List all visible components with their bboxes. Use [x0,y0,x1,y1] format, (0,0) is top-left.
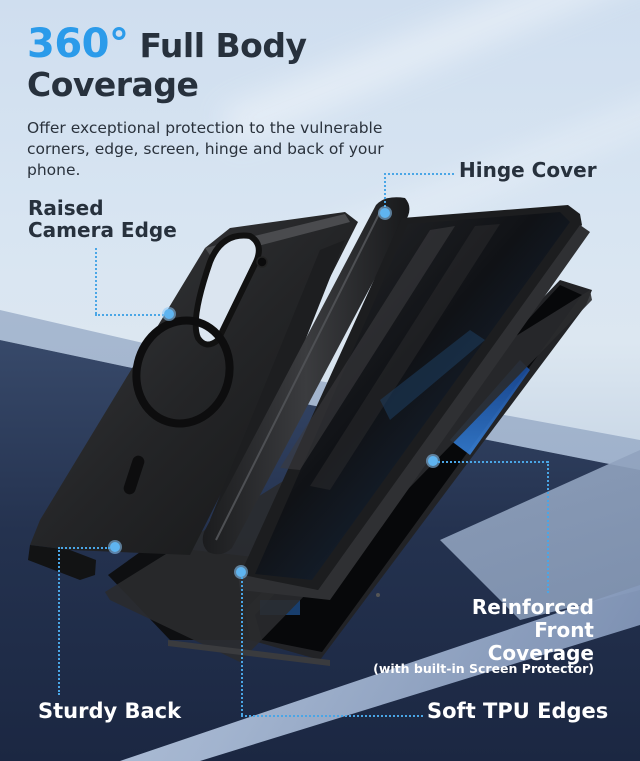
callout-camera-line2: Camera Edge [28,217,177,242]
subtitle: Offer exceptional protection to the vuln… [27,119,384,179]
title-line-2: Coverage [27,64,199,104]
callout-dot-camera [164,309,174,319]
title-accent: 360° [27,21,129,67]
callout-dot-tpu [236,567,246,577]
hinge-cover [202,197,410,555]
callout-sturdy-back: Sturdy Back [38,699,182,723]
callout-front-line2: Front [534,618,594,642]
callout-line-back-h [58,547,110,549]
callout-dot-hinge [380,208,390,218]
callout-line-front-h [438,461,548,463]
callout-dot-back [110,542,120,552]
callout-soft-tpu-edges: Soft TPU Edges [427,699,609,723]
title-line-1: Full Body [128,26,307,65]
callout-hinge-cover: Hinge Cover [459,158,597,182]
magsafe-ring-icon [132,316,234,428]
callout-line-tpu-h [241,715,423,717]
callout-raised-camera-edge: Raised Camera Edge [28,196,177,242]
callout-line-camera-v [95,248,97,314]
callout-line-front-v [547,461,549,593]
callout-line-camera-h [95,314,167,316]
callout-line-hinge [384,173,454,175]
page-title: 360° Full Body Coverage [27,21,307,104]
callout-reinforced-front-coverage: Reinforced Front Coverage [472,596,594,665]
callout-screen-protector-note: (with built-in Screen Protector) [373,661,594,676]
callout-line-back-v [58,547,60,695]
callout-front-line1: Reinforced [471,595,594,619]
callout-line-tpu-v [241,577,243,715]
callout-camera-line1: Raised [28,196,104,220]
callout-line-hinge-v [384,173,386,211]
callout-front-line3: Coverage [487,641,594,665]
front-frame [238,205,590,600]
callout-dot-front [428,456,438,466]
